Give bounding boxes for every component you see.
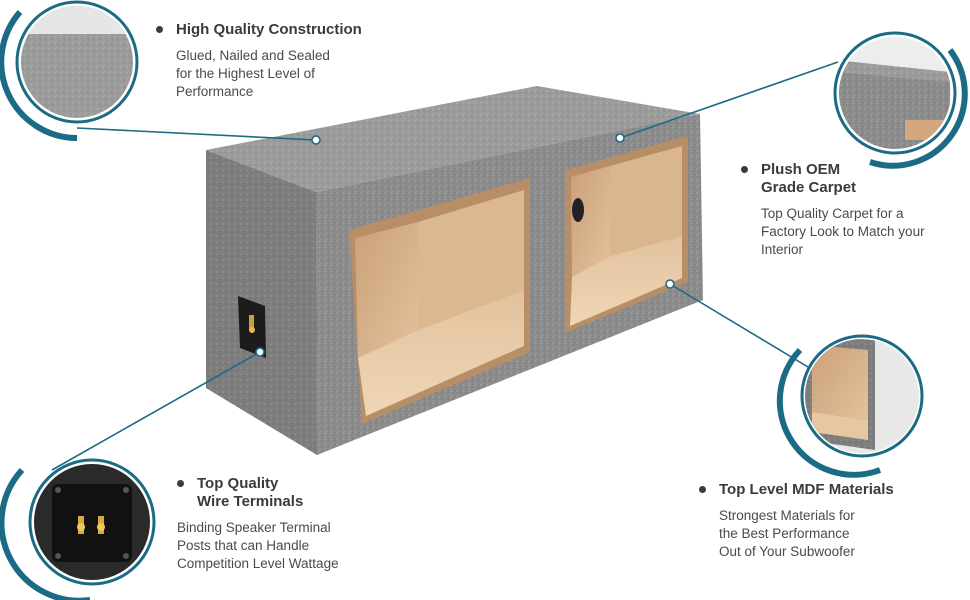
bullet-dot [741,166,748,173]
callout-terminals [0,458,156,600]
bullet-dot [156,26,163,33]
feature-construction-title: High Quality Construction [156,21,416,39]
feature-terminals-description: Binding Speaker Terminal Posts that can … [177,520,339,571]
right-port [565,136,688,333]
callout-mdf [776,334,924,478]
bullet-dot [699,486,706,493]
side-terminal [238,296,266,358]
feature-mdf-title: Top Level MDF Materials [699,481,959,499]
bullet-dot [177,480,184,487]
left-port [349,178,530,424]
callout-carpet [833,31,968,169]
feature-construction: High Quality Construction Glued, Nailed … [156,21,416,101]
subwoofer-box [206,86,703,455]
callout-construction [0,0,139,141]
feature-mdf: Top Level MDF Materials Strongest Materi… [699,481,959,561]
box-side [206,150,317,455]
box-top [206,86,700,192]
feature-mdf-description: Strongest Materials for the Best Perform… [719,508,855,559]
leader-dots [255,133,675,357]
feature-carpet-description: Top Quality Carpet for a Factory Look to… [761,206,925,257]
feature-construction-description: Glued, Nailed and Sealed for the Highest… [176,48,330,99]
leader-lines [51,61,839,471]
